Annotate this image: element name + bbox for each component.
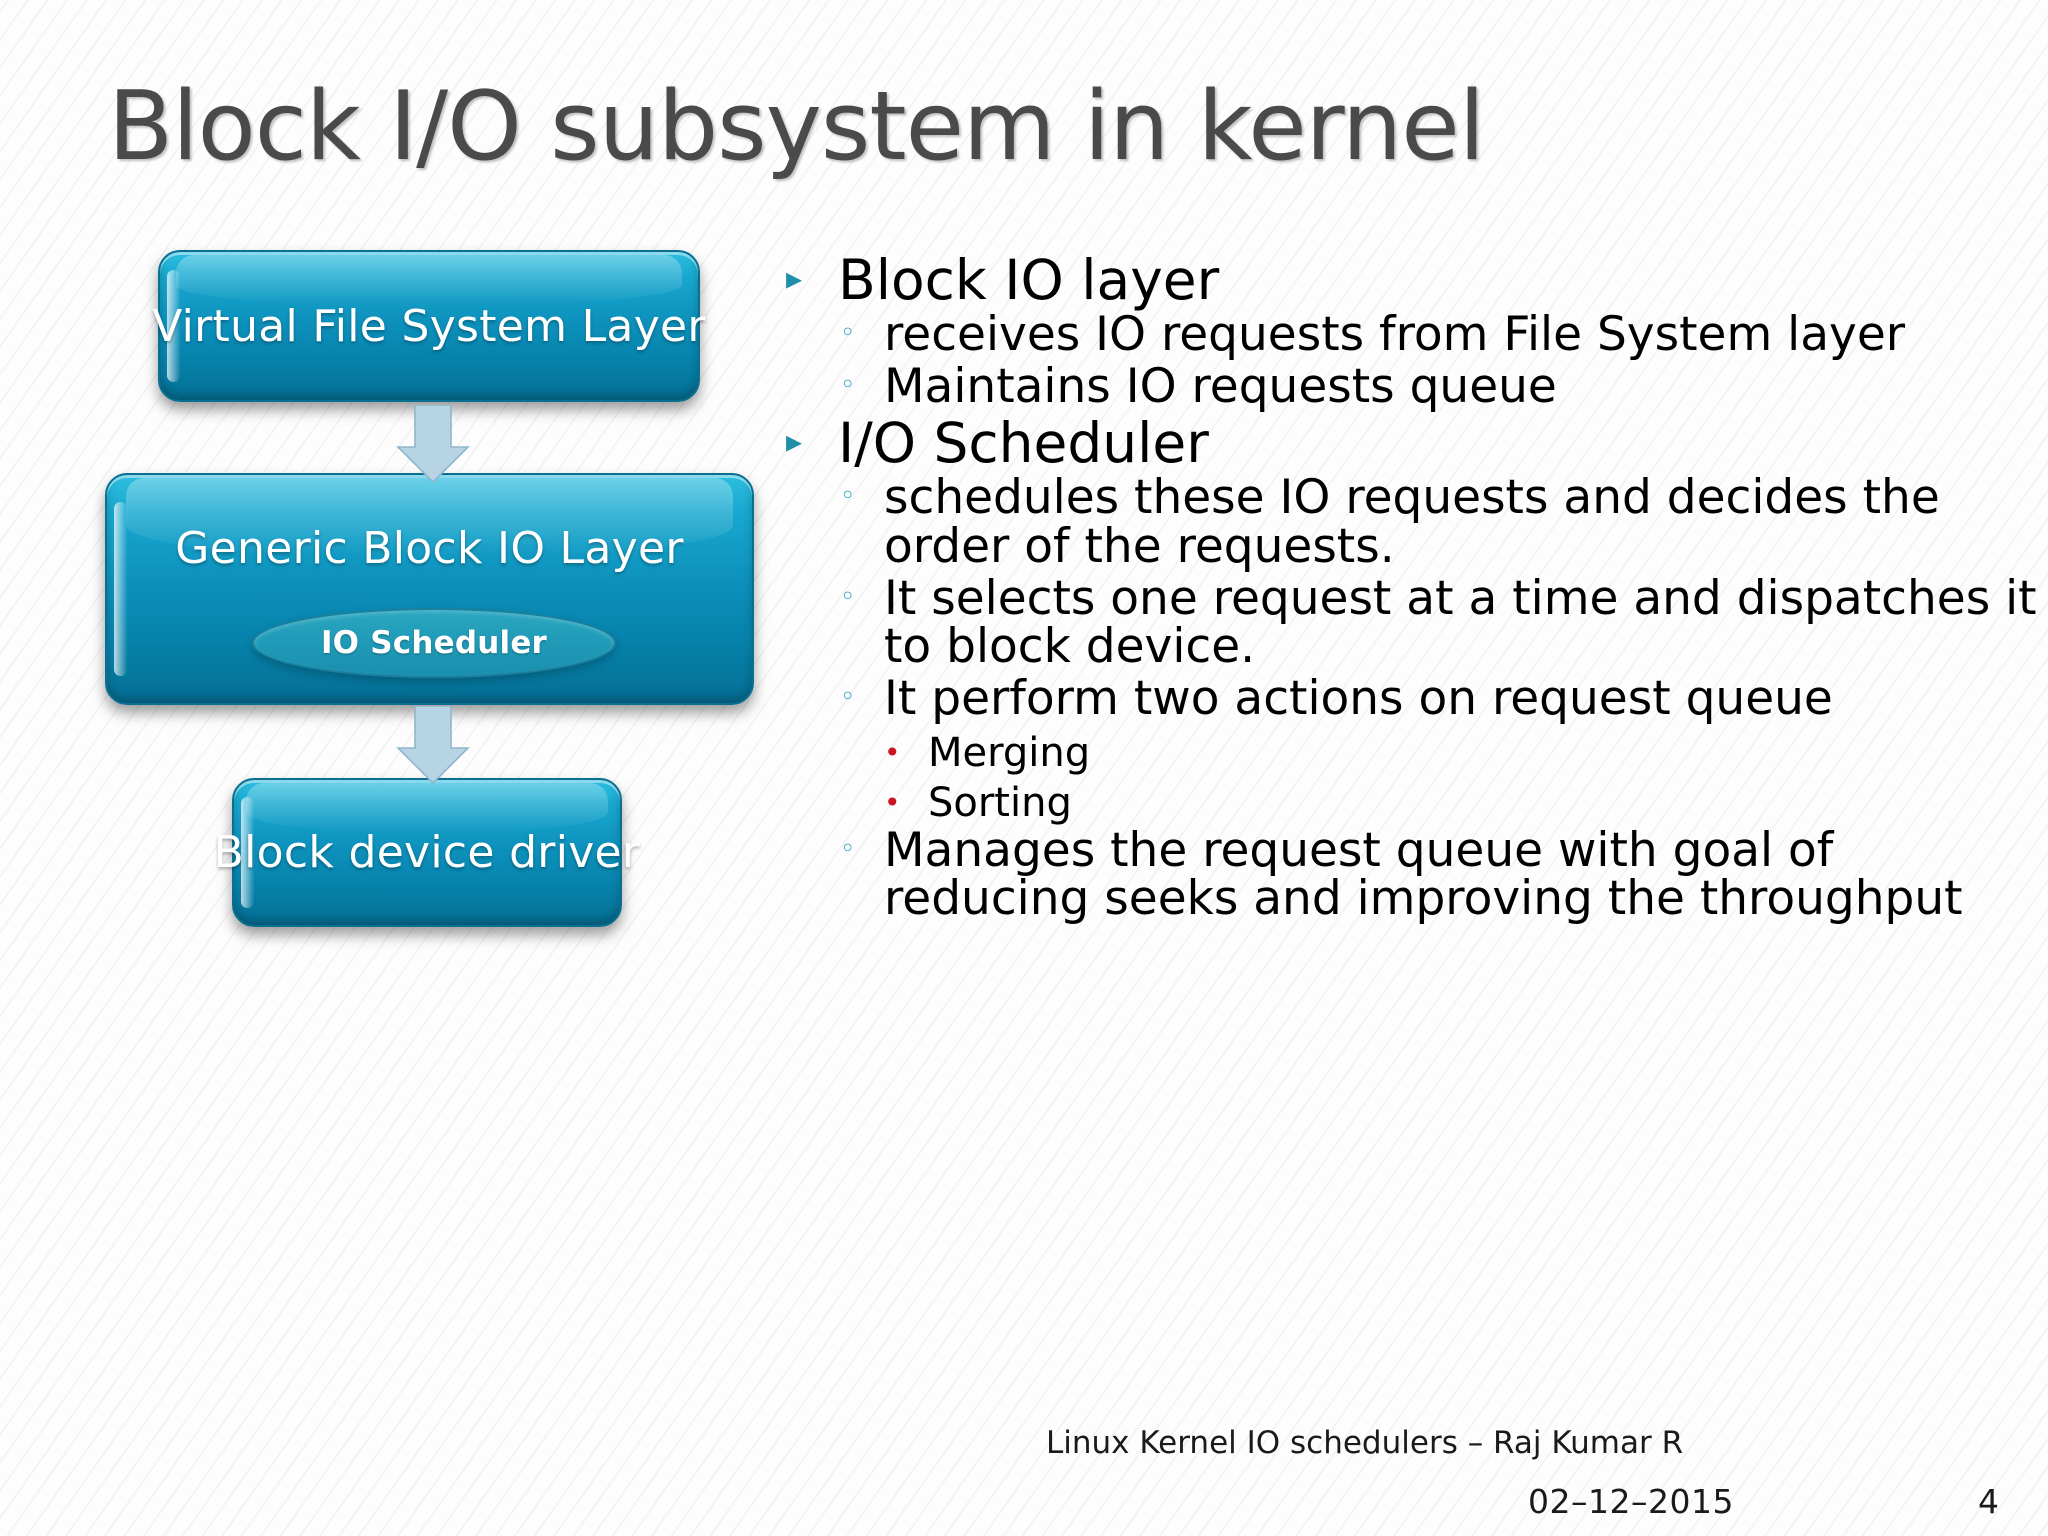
circle-bullet-icon: ◦: [840, 833, 856, 864]
bullet-text: Sorting: [928, 779, 1072, 826]
bullet-text: It selects one request at a time and dis…: [884, 570, 2037, 675]
flow-box-generic-block-io-layer[interactable]: Generic Block IO Layer IO Scheduler: [105, 473, 754, 705]
page-title: Block I/O subsystem in kernel: [108, 72, 1485, 182]
bullet-level2-manages-request-queue: ◦ Manages the request queue with goal of…: [778, 822, 2040, 927]
bullet-text: schedules these IO requests and decides …: [884, 470, 1940, 575]
flow-box-virtual-file-system-layer[interactable]: Virtual File System Layer: [152, 250, 706, 402]
bullet-level2-two-actions: ◦ It perform two actions on request queu…: [778, 671, 2040, 727]
bullet-text: Merging: [928, 729, 1091, 776]
bullet-level2-schedules-requests: ◦ schedules these IO requests and decide…: [778, 474, 2040, 571]
bullet-list: ▸ Block IO layer ◦ receives IO requests …: [778, 248, 2040, 924]
bullet-level2-maintains-io-queue: ◦ Maintains IO requests queue: [778, 358, 2040, 414]
block-io-flow-diagram: Virtual File System Layer Generic Block …: [0, 0, 780, 1536]
bullet-level2-selects-one-request: ◦ It selects one request at a time and d…: [778, 570, 2040, 675]
dot-bullet-icon: •: [884, 785, 901, 819]
arrow-generic-block-to-block-device-icon: [396, 706, 470, 784]
io-scheduler-ellipse[interactable]: IO Scheduler: [252, 608, 616, 678]
circle-bullet-icon: ◦: [840, 481, 856, 512]
bullet-text: Maintains IO requests queue: [884, 358, 1557, 414]
triangle-bullet-icon: ▸: [786, 259, 803, 297]
dot-bullet-icon: •: [884, 735, 901, 769]
bullet-level2-receives-io-requests: ◦ receives IO requests from File System …: [778, 307, 2040, 363]
flow-box-label: Virtual File System Layer: [152, 300, 706, 352]
bullet-level1-block-io-layer: ▸ Block IO layer: [778, 252, 2040, 308]
circle-bullet-icon: ◦: [840, 369, 856, 400]
footer-date: 02–12–2015: [1528, 1482, 1734, 1521]
arrow-vfs-to-generic-block-icon: [396, 405, 470, 483]
footer-credit: Linux Kernel IO schedulers – Raj Kumar R: [1046, 1425, 1684, 1461]
circle-bullet-icon: ◦: [840, 581, 856, 612]
circle-bullet-icon: ◦: [840, 318, 856, 349]
bullet-level1-io-scheduler: ▸ I/O Scheduler: [778, 415, 2040, 471]
bullet-text: Manages the request queue with goal of r…: [884, 822, 1963, 927]
circle-bullet-icon: ◦: [840, 682, 856, 713]
bullet-text: It perform two actions on request queue: [884, 671, 1833, 727]
triangle-bullet-icon: ▸: [786, 422, 803, 461]
bullet-text: receives IO requests from File System la…: [884, 307, 1906, 363]
io-scheduler-label: IO Scheduler: [320, 625, 548, 661]
flow-box-label: Block device driver: [213, 827, 641, 878]
bullet-level3-sorting: • Sorting: [778, 782, 2040, 824]
bullet-text: Block IO layer: [838, 248, 1220, 312]
flow-box-label: Generic Block IO Layer: [175, 523, 684, 574]
footer-page-number: 4: [1978, 1482, 1999, 1521]
flow-box-block-device-driver[interactable]: Block device driver: [214, 778, 640, 927]
bullet-text: I/O Scheduler: [838, 411, 1209, 476]
bullet-level3-merging: • Merging: [778, 732, 2040, 774]
